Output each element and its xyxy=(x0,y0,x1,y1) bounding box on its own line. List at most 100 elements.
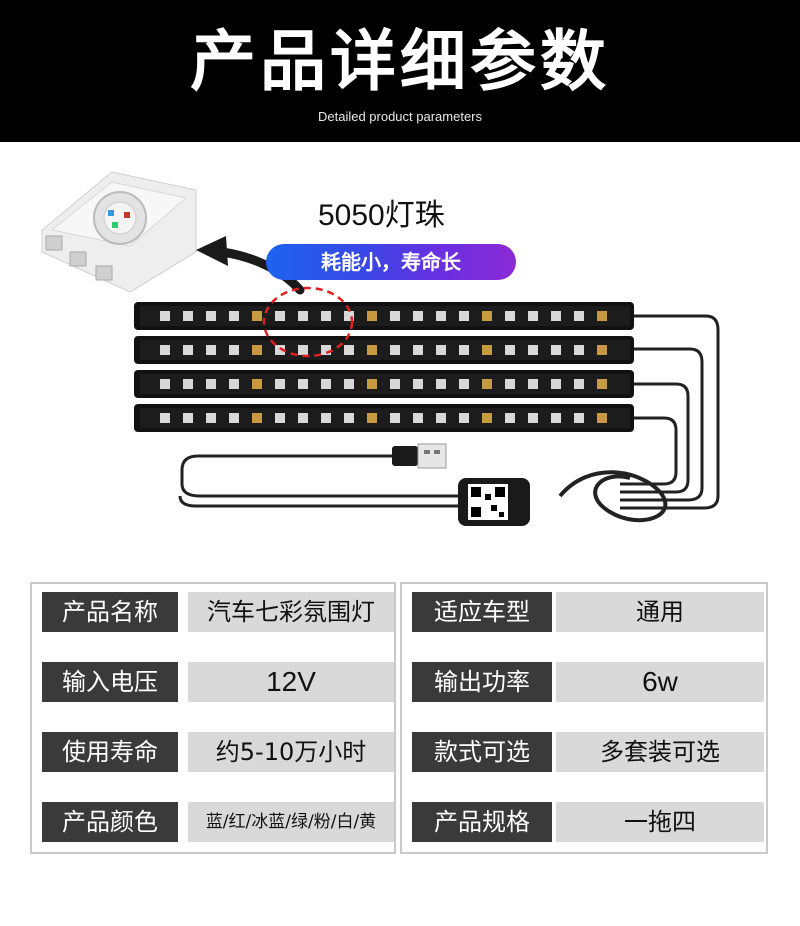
led-bead xyxy=(229,345,239,355)
cable-harness xyxy=(178,314,720,523)
spec-key: 产品名称 xyxy=(42,592,178,632)
led-bead xyxy=(229,379,239,389)
led-bead xyxy=(298,311,308,321)
led-bead xyxy=(183,379,193,389)
led-bead xyxy=(459,311,469,321)
led-bead xyxy=(413,311,423,321)
led-bead xyxy=(528,345,538,355)
spec-value: 6w xyxy=(556,662,764,702)
led-bead xyxy=(574,311,584,321)
led-bead xyxy=(413,345,423,355)
led-bead xyxy=(482,345,492,355)
led-bead xyxy=(160,379,170,389)
led-bead xyxy=(528,413,538,423)
led-bead xyxy=(275,413,285,423)
highlight-circle xyxy=(262,286,354,358)
led-bead xyxy=(229,311,239,321)
led-bead xyxy=(482,413,492,423)
led-bead xyxy=(252,379,262,389)
led-bead xyxy=(367,311,377,321)
led-bead xyxy=(413,413,423,423)
controller-box xyxy=(458,478,530,526)
spec-key: 适应车型 xyxy=(412,592,552,632)
spec-value: 一拖四 xyxy=(556,802,764,842)
feature-pill: 耗能小，寿命长 xyxy=(266,244,516,280)
led-bead xyxy=(528,311,538,321)
spec-value: 蓝/红/冰蓝/绿/粉/白/黄 xyxy=(188,802,394,842)
led-bead xyxy=(321,413,331,423)
led-bead xyxy=(459,379,469,389)
led-bead xyxy=(597,379,607,389)
led-bead xyxy=(574,345,584,355)
page-subtitle: Detailed product parameters xyxy=(317,109,483,124)
led-bead xyxy=(597,345,607,355)
led-bead xyxy=(298,345,308,355)
led-bead xyxy=(321,379,331,389)
led-bead xyxy=(505,413,515,423)
spec-panel-left: 产品名称 汽车七彩氛围灯 输入电压 12V 使用寿命 约5-10万小时 产品颜色… xyxy=(30,582,396,854)
led-bead xyxy=(344,345,354,355)
led-bead xyxy=(597,311,607,321)
spec-key: 产品颜色 xyxy=(42,802,178,842)
led-bead xyxy=(160,345,170,355)
led-bead xyxy=(390,345,400,355)
led-bead xyxy=(390,413,400,423)
spec-value: 约5-10万小时 xyxy=(188,732,394,772)
led-bead xyxy=(321,311,331,321)
led-bead xyxy=(367,345,377,355)
product-illustration xyxy=(41,171,720,526)
spec-value: 多套装可选 xyxy=(556,732,764,772)
led-bead xyxy=(390,311,400,321)
spec-key: 使用寿命 xyxy=(42,732,178,772)
led-bead xyxy=(574,413,584,423)
led-bead xyxy=(183,311,193,321)
led-beads xyxy=(160,311,607,423)
led-bead xyxy=(574,379,584,389)
led-bead xyxy=(482,311,492,321)
led-bead xyxy=(551,379,561,389)
spec-key: 款式可选 xyxy=(412,732,552,772)
led-bead xyxy=(436,311,446,321)
led-bead xyxy=(321,345,331,355)
led-bead xyxy=(551,345,561,355)
led-bead xyxy=(344,413,354,423)
led-bead xyxy=(459,413,469,423)
usb-plug xyxy=(392,443,447,469)
led-bead xyxy=(252,413,262,423)
led-bead xyxy=(275,345,285,355)
led-bead xyxy=(160,413,170,423)
led-bead xyxy=(482,379,492,389)
led-bead xyxy=(551,413,561,423)
led-bead xyxy=(206,345,216,355)
led-bead xyxy=(367,379,377,389)
chip-label: 5050灯珠 xyxy=(318,199,445,232)
spec-key: 输出功率 xyxy=(412,662,552,702)
led-bead xyxy=(505,311,515,321)
led-bead xyxy=(160,311,170,321)
header-banner: 产品详细参数 Detailed product parameters xyxy=(0,0,800,142)
led-bead xyxy=(298,379,308,389)
spec-panel-right: 适应车型 通用 输出功率 6w 款式可选 多套装可选 产品规格 一拖四 xyxy=(400,582,768,854)
led-bead xyxy=(528,379,538,389)
led-bead xyxy=(390,379,400,389)
spec-value: 通用 xyxy=(556,592,764,632)
led-bead xyxy=(275,311,285,321)
led-bead xyxy=(551,311,561,321)
spec-key: 输入电压 xyxy=(42,662,178,702)
led-bead xyxy=(298,413,308,423)
led-bead xyxy=(206,379,216,389)
spec-value: 汽车七彩氛围灯 xyxy=(188,592,394,632)
led-bead xyxy=(183,413,193,423)
page-title: 产品详细参数 xyxy=(190,23,610,100)
led-bead xyxy=(505,345,515,355)
led-bead xyxy=(459,345,469,355)
led-bead xyxy=(505,379,515,389)
led-bead xyxy=(413,379,423,389)
led-bead xyxy=(344,311,354,321)
spec-key: 产品规格 xyxy=(412,802,552,842)
led-bead xyxy=(183,345,193,355)
led-bead xyxy=(597,413,607,423)
led-bead xyxy=(206,413,216,423)
spec-value: 12V xyxy=(188,662,394,702)
led-bead xyxy=(367,413,377,423)
